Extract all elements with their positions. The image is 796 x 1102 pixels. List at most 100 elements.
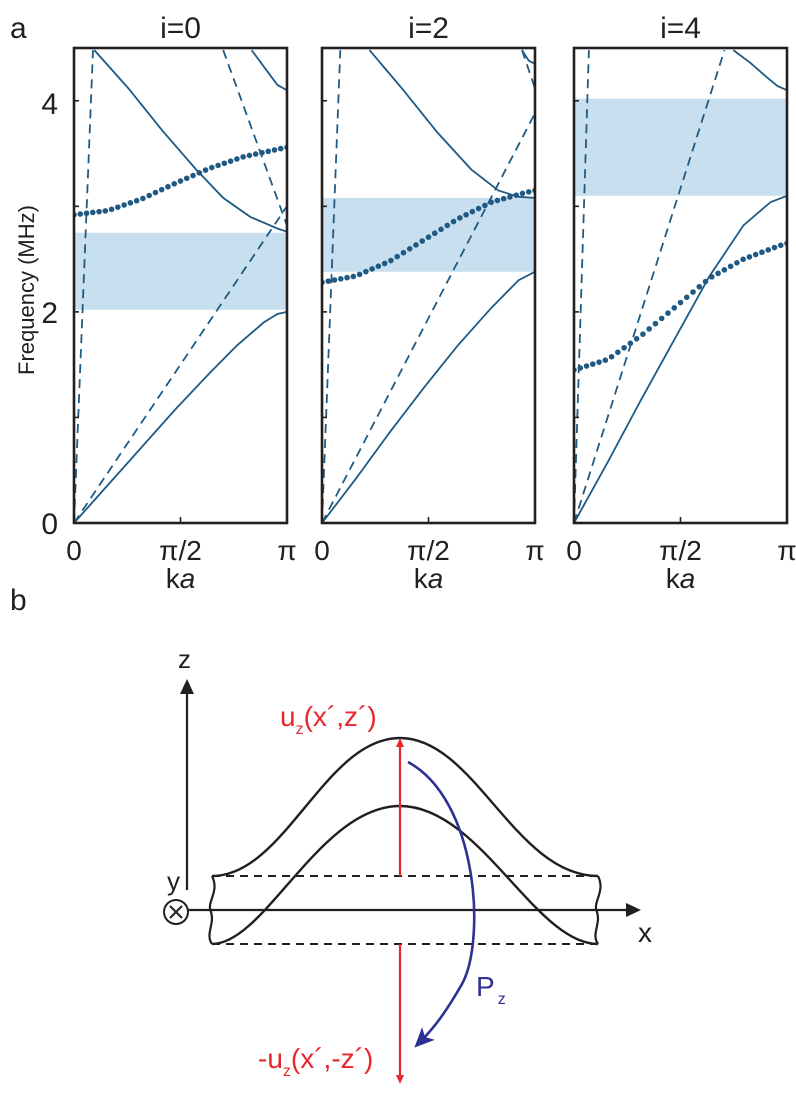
dot-i2-14 bbox=[406, 246, 413, 252]
x-tick-label-i0-1: π/2 bbox=[159, 535, 202, 566]
dot-i2-1 bbox=[325, 278, 332, 284]
dot-i2-32 bbox=[519, 190, 526, 197]
dot-i4-22 bbox=[709, 274, 715, 280]
panel-title-i4: i=4 bbox=[660, 12, 701, 45]
band-line-i2-1 bbox=[368, 49, 535, 199]
dot-i2-23 bbox=[463, 211, 469, 218]
panel-a-label: a bbox=[10, 12, 27, 45]
dashed-line-i0-3 bbox=[74, 50, 94, 523]
dot-i2-20 bbox=[444, 222, 451, 229]
x-tick-label-i4-2: π bbox=[777, 535, 796, 566]
dot-i0-23 bbox=[215, 162, 221, 169]
dot-i2-16 bbox=[419, 238, 426, 244]
dot-i0-18 bbox=[183, 175, 190, 182]
dot-i4-10 bbox=[633, 336, 640, 342]
y-axis-label-diagram: y bbox=[167, 866, 180, 896]
x-tick-label-i2-2: π bbox=[525, 535, 544, 566]
dot-i4-32 bbox=[771, 244, 778, 251]
dot-i4-18 bbox=[683, 294, 690, 301]
dot-i4-1 bbox=[577, 365, 584, 371]
dot-i4-28 bbox=[746, 254, 753, 260]
dot-i4-21 bbox=[702, 278, 709, 285]
band-line-i0-2 bbox=[250, 49, 287, 91]
dot-i4-15 bbox=[665, 310, 671, 316]
y-tick-label-0: 0 bbox=[41, 508, 58, 541]
band-line-i2-2 bbox=[521, 49, 535, 65]
dot-i2-25 bbox=[475, 205, 482, 212]
dot-i0-9 bbox=[127, 200, 134, 206]
dot-i4-27 bbox=[740, 256, 746, 263]
dot-i2-18 bbox=[431, 230, 438, 237]
band-line-i0-1 bbox=[93, 49, 287, 233]
dashed-line-i4-3 bbox=[574, 49, 726, 523]
band-gap-i0 bbox=[74, 232, 287, 310]
band-line-i0-0 bbox=[74, 311, 287, 523]
dot-i0-13 bbox=[152, 189, 159, 196]
x-tick-label-i4-0: 0 bbox=[566, 535, 582, 566]
band-panel-i4: i=4 0 π/2 π ka bbox=[566, 12, 796, 594]
dot-i4-6 bbox=[608, 353, 615, 360]
dot-i0-7 bbox=[115, 204, 121, 210]
dot-i4-16 bbox=[671, 305, 678, 311]
dot-i0-26 bbox=[234, 156, 240, 162]
dot-i0-28 bbox=[246, 152, 253, 159]
dot-i2-24 bbox=[469, 208, 476, 215]
u-z-bottom-label: -uz(x´,-z´) bbox=[258, 1043, 373, 1080]
dot-i2-3 bbox=[337, 276, 344, 282]
dot-i4-19 bbox=[690, 289, 696, 295]
dot-i4-4 bbox=[596, 359, 602, 365]
dot-i0-12 bbox=[146, 192, 152, 199]
dot-i0-30 bbox=[259, 149, 265, 156]
dot-i4-14 bbox=[658, 315, 665, 322]
dot-i0-6 bbox=[108, 206, 115, 213]
dot-i2-12 bbox=[394, 253, 400, 260]
dashed-line-i2-4 bbox=[322, 112, 535, 523]
dot-i2-5 bbox=[350, 273, 357, 280]
dot-i4-25 bbox=[727, 263, 734, 270]
dashed-line-i2-3 bbox=[322, 50, 342, 523]
panel-title-i2: i=2 bbox=[408, 12, 449, 45]
z-axis-label: z bbox=[178, 644, 191, 674]
dashed-line-i4-2 bbox=[574, 50, 590, 523]
panel-title-i0: i=0 bbox=[160, 12, 201, 45]
dot-i2-31 bbox=[513, 192, 520, 198]
dot-i0-4 bbox=[96, 208, 102, 215]
dot-i2-28 bbox=[494, 197, 501, 204]
band-line-i2-0 bbox=[322, 270, 535, 523]
dot-i4-11 bbox=[640, 331, 646, 337]
dot-i2-33 bbox=[525, 189, 532, 195]
dot-i2-7 bbox=[363, 268, 369, 275]
dot-i4-3 bbox=[589, 361, 596, 367]
dot-i0-17 bbox=[177, 178, 184, 184]
dot-i2-22 bbox=[457, 215, 463, 221]
y-tick-label-2: 2 bbox=[41, 297, 58, 330]
dot-i4-12 bbox=[646, 326, 652, 332]
dot-i0-2 bbox=[83, 210, 90, 217]
dot-i0-3 bbox=[89, 209, 96, 216]
x-tick-label-i2-1: π/2 bbox=[407, 535, 450, 566]
dot-i4-7 bbox=[615, 349, 621, 356]
parity-operator-arrow bbox=[407, 760, 476, 1048]
dot-i2-21 bbox=[450, 218, 457, 225]
dot-i2-17 bbox=[425, 234, 432, 240]
x-tick-label-i0-2: π bbox=[277, 535, 296, 566]
dot-i4-13 bbox=[652, 320, 659, 327]
x-tick-label-i2-0: 0 bbox=[314, 535, 330, 566]
dot-i0-27 bbox=[240, 154, 246, 160]
dot-i0-15 bbox=[165, 183, 171, 190]
dot-i0-21 bbox=[202, 167, 209, 173]
dashed-line-i0-4 bbox=[74, 205, 287, 523]
dot-i2-29 bbox=[500, 195, 507, 202]
dot-i2-2 bbox=[331, 277, 338, 283]
dot-i0-19 bbox=[190, 172, 196, 179]
x-axis-label-i4: ka bbox=[666, 563, 696, 594]
dot-i0-10 bbox=[133, 197, 140, 204]
dot-i4-17 bbox=[677, 299, 684, 306]
dot-i2-26 bbox=[482, 202, 488, 209]
x-tick-label-i4-1: π/2 bbox=[659, 535, 702, 566]
dot-i0-14 bbox=[158, 186, 165, 193]
